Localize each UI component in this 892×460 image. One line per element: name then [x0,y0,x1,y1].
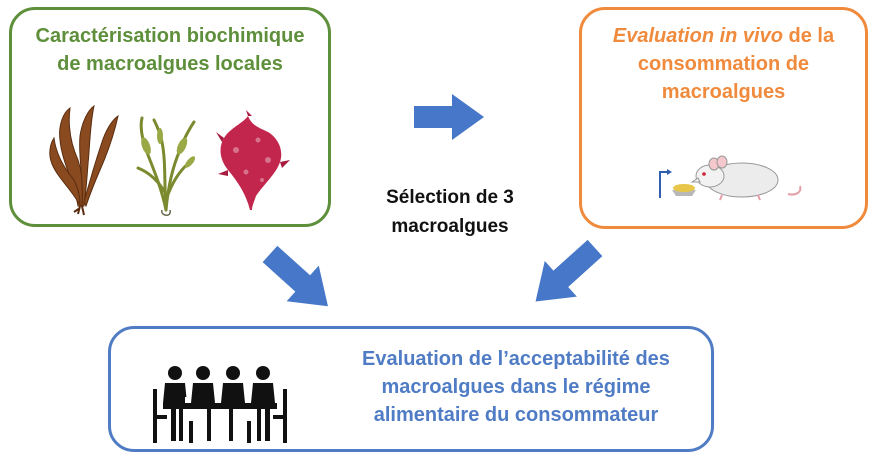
bottom-title-line-2: macroalgues dans le régime [381,376,651,398]
in-vivo-evaluation-box: Evaluation in vivo de la consommation de… [579,7,868,229]
brown-seaweed-icon [49,104,119,216]
consumer-acceptability-box: Evaluation de l’acceptabilité des macroa… [108,326,714,452]
right-title-line-3: macroalgues [661,81,786,103]
right-title-line-2: consommation de [637,53,810,75]
bottom-title-line-1: Evaluation de l’acceptabilité des [362,348,670,370]
consumer-acceptability-title: Evaluation de l’acceptabilité des macroa… [326,345,706,429]
selection-label-line-2: macroalgues [391,216,509,237]
biochemical-characterization-title: Caractérisation biochimique de macroalgu… [12,22,328,78]
left-title-line-1: Caractérisation biochimique [35,25,305,47]
selection-label: Sélection de 3 macroalgues [352,183,548,241]
right-title-rest: de la [782,25,835,47]
right-title-italic: Evaluation in vivo [612,25,783,47]
left-title-line-2: de macroalgues locales [57,53,283,75]
down-right-arrow-icon [262,245,328,307]
bottom-title-line-3: alimentaire du consommateur [373,404,659,426]
people-at-table-icon [153,366,287,443]
in-vivo-evaluation-title: Evaluation in vivo de la consommation de… [582,22,865,106]
green-seaweed-icon [136,116,196,216]
rat-icon [659,155,802,201]
down-left-arrow-icon [535,239,603,302]
red-seaweed-icon [216,110,290,210]
biochemical-characterization-box: Caractérisation biochimique de macroalgu… [9,7,331,227]
right-title-line-1: Evaluation in vivo de la [582,22,865,50]
right-arrow-icon [414,94,484,140]
selection-label-line-1: Sélection de 3 [386,187,514,208]
